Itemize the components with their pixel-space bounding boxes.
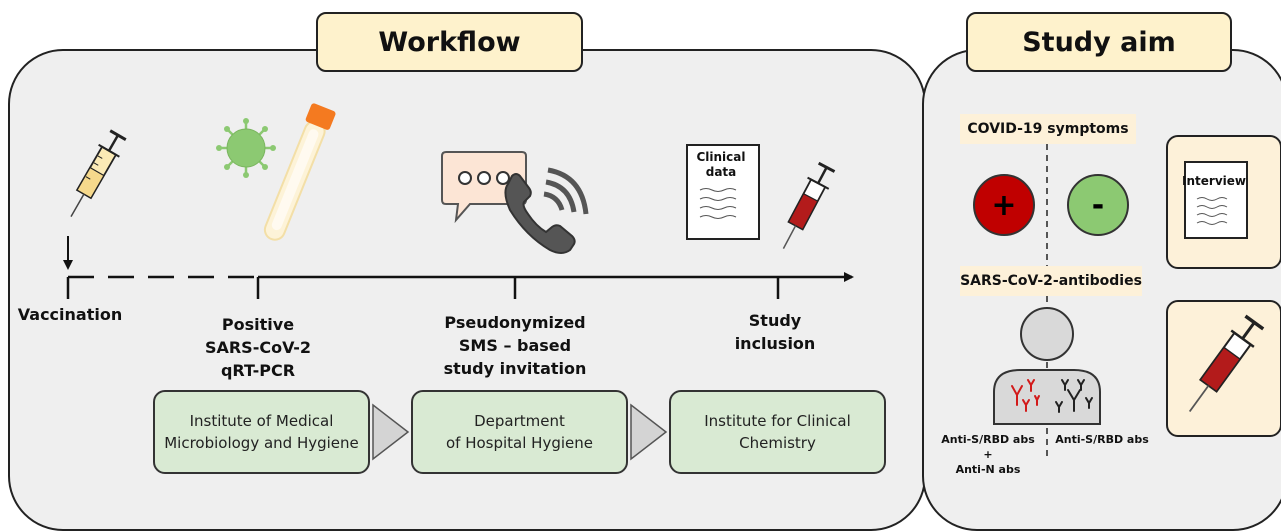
person-antibodies-icon [993,307,1101,425]
asymptomatic-minus-circle: - [1067,174,1129,236]
symptoms-tag: COVID-19 symptoms [960,114,1136,144]
interview-lines-icon [1196,197,1228,225]
vaccine-syringe-icon [70,129,127,217]
clinical-data-document [686,144,760,240]
study-aim-title: Study aim [966,12,1232,72]
phone-icon [504,167,589,254]
blood-syringe-icon [782,161,836,249]
right-antibody-result: Anti-S/RBD abs [1055,433,1149,446]
institution-microbiology: Institute of Medical Microbiology and Hy… [153,390,370,474]
antibodies-tag: SARS-CoV-2-antibodies [960,266,1142,296]
institution-hospital-hygiene: Department of Hospital Hygiene [411,390,628,474]
label-vaccination: Vaccination [17,305,123,324]
document-lines-icon [699,187,737,220]
clinical-data-label: Clinical data [696,150,746,179]
chat-bubble-icon [441,151,527,224]
interview-label: Interview [1182,174,1246,188]
swab-tube-icon [263,103,336,241]
flow-triangle-2 [630,403,668,461]
workflow-title: Workflow [316,12,583,72]
left-antibody-result: Anti-S/RBD abs + Anti-N abs [941,433,1035,476]
symptomatic-plus-circle: + [973,174,1035,236]
plus-symbol: + [991,187,1017,223]
label-inclusion: Study inclusion [734,311,816,353]
institution-clinical-chemistry: Institute for Clinical Chemistry [669,390,886,474]
label-pcr: Positive SARS-CoV-2 qRT-PCR [204,315,312,380]
label-sms: Pseudonymized SMS – based study invitati… [443,313,587,378]
minus-symbol: - [1091,187,1105,223]
blood-sample-syringe-icon [1188,314,1265,413]
virus-icon [216,118,276,178]
flow-triangle-1 [372,403,410,461]
